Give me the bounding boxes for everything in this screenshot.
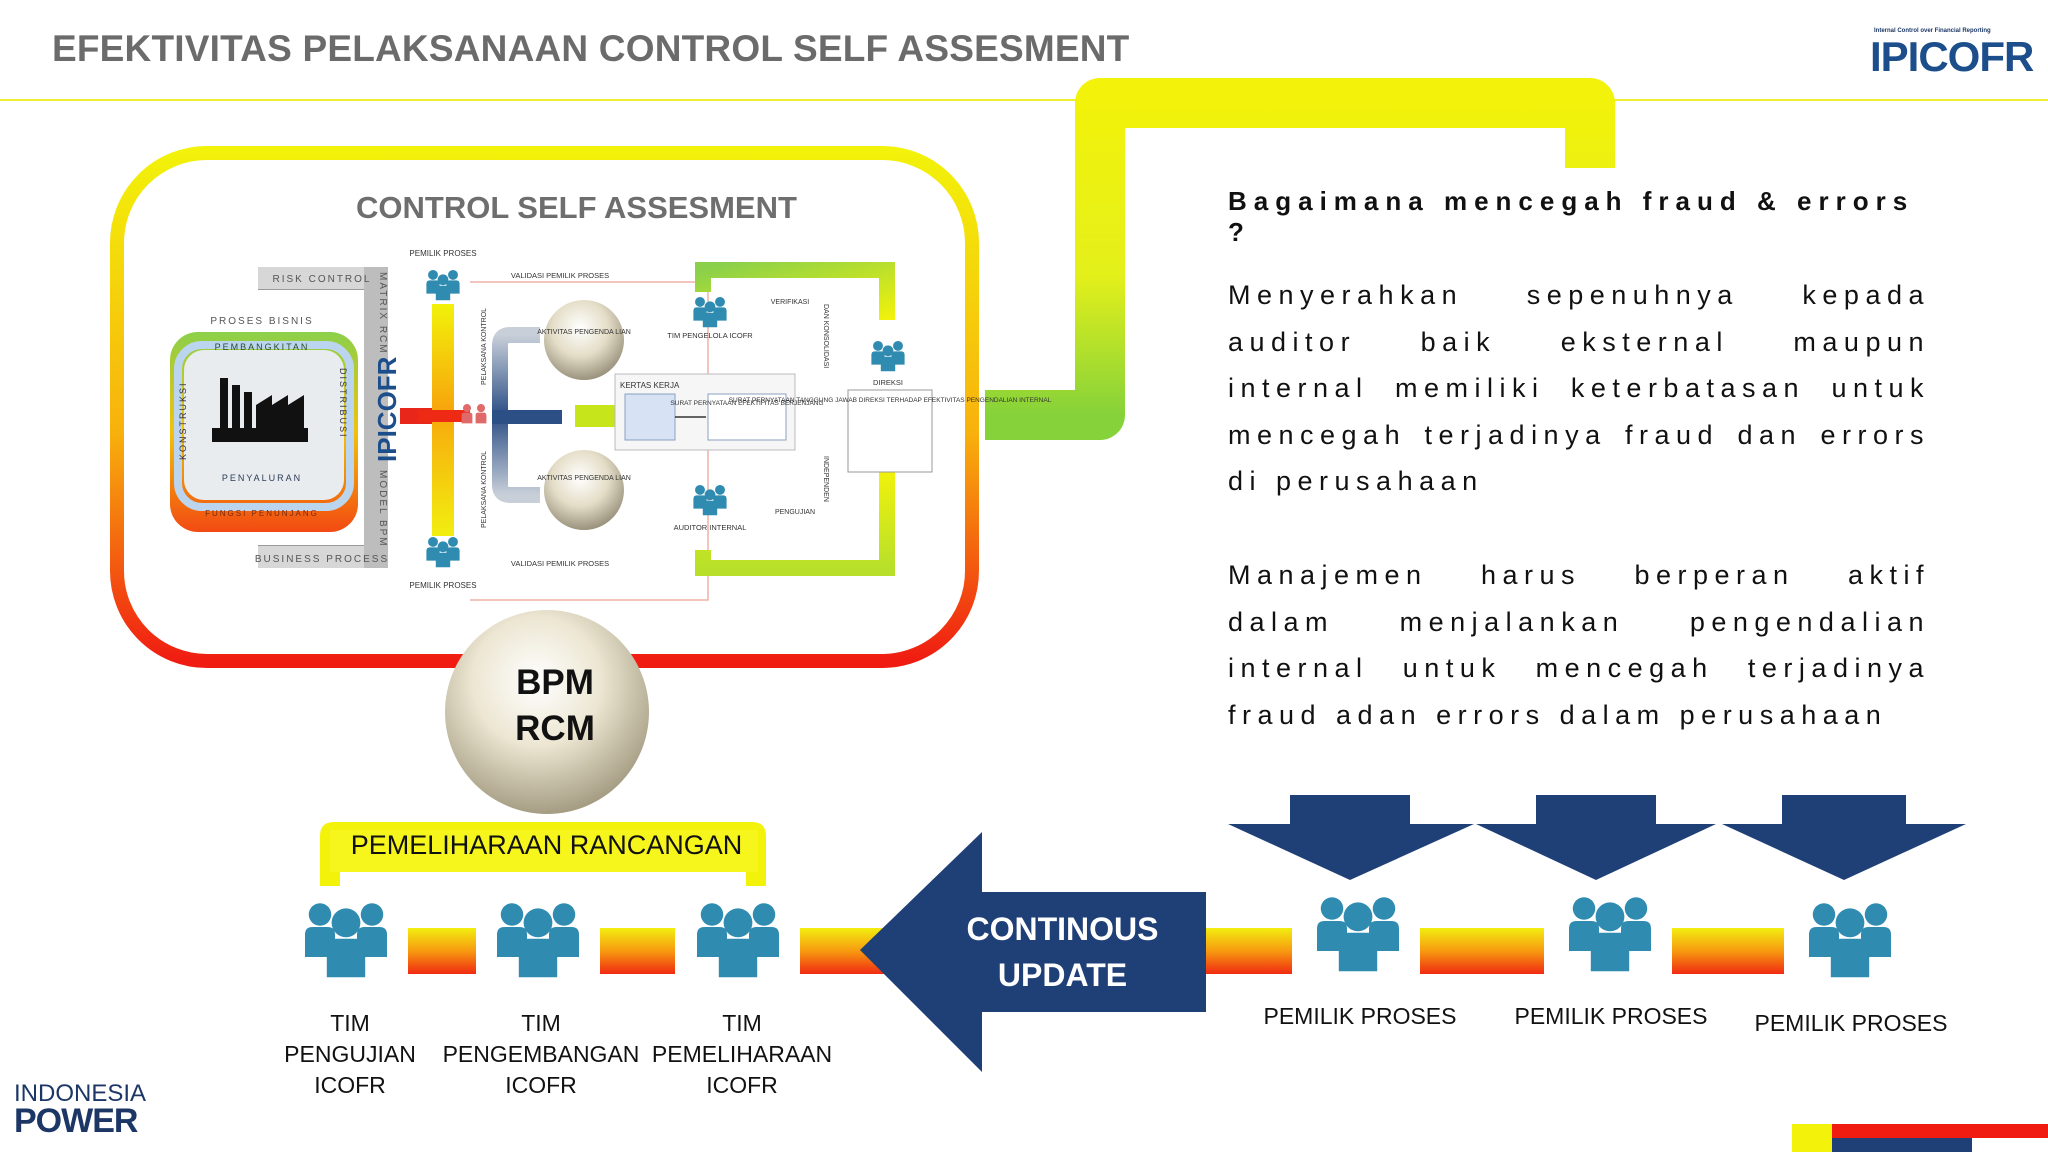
team-bar-1 bbox=[408, 928, 476, 974]
bpm-label: BPM bbox=[516, 663, 594, 702]
csa-diagram: RISK CONTROL BUSINESS PROCESS MATRIX RCM… bbox=[170, 249, 1052, 601]
rcm-label: RCM bbox=[515, 709, 595, 748]
surat-pernyataan-label: SURAT PERNYATAAN EFEKTIFITAS BERJENJANG bbox=[670, 400, 823, 407]
team-line: PENGUJIAN bbox=[284, 1041, 416, 1067]
continous-label: CONTINOUS bbox=[966, 911, 1159, 947]
corner-accent-navy bbox=[1832, 1138, 1972, 1152]
continous-update-arrow bbox=[860, 832, 1206, 1072]
paragraph-1: Menyerahkan sepenuhnya kepada auditor ba… bbox=[1228, 280, 1930, 496]
risk-control-label: RISK CONTROL bbox=[272, 274, 371, 285]
page-title: EFEKTIVITAS PELAKSANAAN CONTROL SELF ASS… bbox=[52, 28, 1130, 69]
kertas-kerja-label: KERTAS KERJA bbox=[620, 381, 680, 390]
aktivitas-2-label: AKTIVITAS PENGENDA LIAN bbox=[537, 475, 631, 482]
konstruksi-label: KONSTRUKSI bbox=[178, 381, 188, 460]
aktivitas-1-label: AKTIVITAS PENGENDA LIAN bbox=[537, 329, 631, 336]
pemilik-proses-2-icon bbox=[1569, 897, 1651, 972]
bpm-rcm-sphere bbox=[445, 610, 649, 814]
independen-label: INDEPENDEN bbox=[822, 456, 829, 502]
header-divider bbox=[0, 99, 2048, 101]
team-line: TIM bbox=[330, 1010, 370, 1036]
csa-title: CONTROL SELF ASSESMENT bbox=[356, 190, 797, 225]
pemilik-proses-3-icon bbox=[1809, 903, 1891, 978]
team-label-pemeliharaan: TIM PEMELIHARAAN ICOFR bbox=[642, 1008, 842, 1101]
connector-pipe bbox=[985, 78, 1615, 440]
auditor-internal-label: AUDITOR INTERNAL bbox=[674, 523, 747, 532]
owner-label-1: PEMILIK PROSES bbox=[1263, 1003, 1457, 1029]
verifikasi-label: VERIFIKASI bbox=[771, 299, 810, 306]
down-arrow-3 bbox=[1722, 795, 1966, 880]
team-line: ICOFR bbox=[505, 1072, 577, 1098]
team-line: PENGEMBANGAN bbox=[442, 1041, 640, 1067]
konsolidasi-label: DAN KONSOLIDASI bbox=[822, 304, 829, 368]
pemilik-proses-1-icon bbox=[1317, 897, 1399, 972]
pembangkitan-label: PEMBANGKITAN bbox=[215, 342, 310, 352]
model-bpm-label: MODEL BPM bbox=[377, 470, 388, 548]
pemeliharaan-rancangan-label: PEMELIHARAAN RANCANGAN bbox=[350, 830, 743, 860]
distribusi-label: DISTRIBUSI bbox=[338, 368, 348, 439]
matrix-rcm-label: MATRIX RCM bbox=[377, 272, 388, 355]
icofr-logo-text: IPICOFR bbox=[1870, 33, 2034, 80]
corner-accent-yellow bbox=[1792, 1124, 1832, 1152]
icofr-logo-tagline: Internal Control over Financial Reportin… bbox=[1874, 28, 1991, 34]
team-line: ICOFR bbox=[706, 1072, 778, 1098]
team-label-pengujian: TIM PENGUJIAN ICOFR bbox=[250, 1008, 450, 1101]
validasi-top-label: VALIDASI PEMILIK PROSES bbox=[511, 271, 609, 280]
surat-direksi-label: SURAT PERNYATAAN TANGGUNG JAWAB DIREKSI … bbox=[729, 397, 1052, 404]
team-line: TIM bbox=[521, 1010, 561, 1036]
pemilik-proses-top-label: PEMILIK PROSES bbox=[409, 249, 476, 258]
down-arrow-1 bbox=[1228, 795, 1474, 880]
penyaluran-label: PENYALURAN bbox=[222, 473, 302, 483]
owner-bar-1 bbox=[1206, 928, 1292, 974]
owner-label-2: PEMILIK PROSES bbox=[1514, 1003, 1708, 1029]
factory-icon bbox=[212, 378, 308, 442]
proses-bisnis-label: PROSES BISNIS bbox=[210, 316, 313, 327]
bpm-rcm-label: BPM RCM bbox=[505, 660, 605, 752]
pengujian-label: PENGUJIAN bbox=[775, 509, 815, 516]
indonesia-power-logo-line2: POWER bbox=[14, 1102, 138, 1140]
owner-bar-3 bbox=[1672, 928, 1784, 974]
direksi-label: DIREKSI bbox=[873, 378, 903, 387]
team-label-pengembangan: TIM PENGEMBANGAN ICOFR bbox=[441, 1008, 641, 1101]
tim-pengembangan-icon bbox=[497, 903, 579, 978]
pelaksana-kontrol-bottom-label: PELAKSANA KONTROL bbox=[481, 451, 488, 528]
fungsi-penunjang-label: FUNGSI PENUNJANG bbox=[205, 509, 319, 518]
team-line: PEMELIHARAAN bbox=[651, 1041, 833, 1067]
pemilik-proses-bottom-label: PEMILIK PROSES bbox=[409, 581, 476, 590]
paragraph-2: Manajemen harus berperan aktif dalam men… bbox=[1228, 560, 1930, 730]
owner-bar-2 bbox=[1420, 928, 1544, 974]
team-bar-2 bbox=[600, 928, 675, 974]
diagram-icofr-label: IPICOFR bbox=[372, 356, 402, 462]
indonesia-power-logo-line1: INDONESIA bbox=[14, 1080, 147, 1107]
validasi-bottom-label: VALIDASI PEMILIK PROSES bbox=[511, 559, 609, 568]
team-line: TIM bbox=[722, 1010, 762, 1036]
owner-label-3: PEMILIK PROSES bbox=[1754, 1010, 1948, 1036]
pelaksana-kontrol-top-label: PELAKSANA KONTROL bbox=[481, 308, 488, 385]
continous-update-label: CONTINOUS UPDATE bbox=[940, 906, 1185, 998]
icofr-logo: Internal Control over Financial Reportin… bbox=[1870, 28, 2034, 78]
tim-pengujian-icon bbox=[305, 903, 387, 978]
team-line: ICOFR bbox=[314, 1072, 386, 1098]
update-label: UPDATE bbox=[997, 957, 1128, 993]
question-heading: Bagaimana mencegah fraud & errors ? bbox=[1228, 186, 1915, 247]
down-arrow-2 bbox=[1476, 795, 1716, 880]
tim-pengelola-label: TIM PENGELOLA ICOFR bbox=[667, 331, 753, 340]
tim-pemeliharaan-icon bbox=[697, 903, 779, 978]
corner-accent-red bbox=[1832, 1124, 2048, 1138]
business-process-label: BUSINESS PROCESS bbox=[255, 554, 389, 565]
